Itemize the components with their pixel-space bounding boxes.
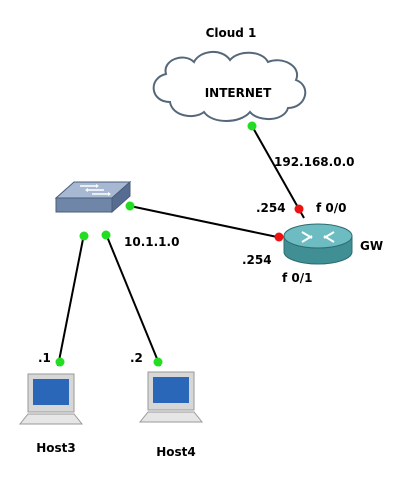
switch-arrowheads: [85, 184, 111, 196]
host3-keyboard: [18, 413, 84, 425]
status-dot-switch-router: [125, 201, 135, 211]
lan-router-interface-label: f 0/1: [282, 271, 312, 285]
link-switch-host3[interactable]: [57, 233, 85, 367]
host3-address-label: .1: [38, 351, 51, 365]
router-arrows: [301, 231, 335, 243]
switch-icon: [54, 180, 132, 214]
host4-address-label: .2: [130, 351, 143, 365]
wan-router-address-label: .254: [256, 201, 286, 215]
laptop-icon: [138, 371, 204, 423]
cloud-name-label: Cloud 1: [206, 26, 257, 40]
wan-router-interface-label: f 0/0: [316, 201, 346, 215]
host4-node[interactable]: Host4: [138, 371, 204, 459]
link-switch-router[interactable]: [129, 205, 283, 239]
status-dot-host3: [55, 357, 65, 367]
host4-screen: [153, 377, 189, 403]
router-icon: [283, 223, 353, 265]
switch-node[interactable]: [54, 180, 132, 214]
link-cloud-router[interactable]: [251, 125, 305, 219]
lan-network-label: 10.1.1.0: [124, 235, 179, 249]
cloud-label: INTERNET: [205, 86, 272, 100]
status-dot-router-f00: [294, 204, 304, 214]
cloud-icon: [152, 51, 307, 122]
link-switch-host4[interactable]: [105, 233, 161, 367]
lan-router-address-label: .254: [242, 253, 272, 267]
wan-network-label: 192.168.0.0: [274, 155, 354, 169]
host3-node[interactable]: Host3: [18, 373, 84, 455]
switch-side-face: [111, 180, 131, 214]
status-dot-switch-host3: [79, 231, 89, 241]
status-dot-host4: [153, 357, 163, 367]
laptop-icon: [18, 373, 84, 425]
host3-name-label: Host3: [36, 441, 76, 455]
host4-keyboard: [138, 411, 204, 423]
host4-name-label: Host4: [156, 445, 196, 459]
cloud-node[interactable]: INTERNET: [152, 51, 307, 122]
router-node[interactable]: GW: [283, 223, 383, 265]
router-top: [283, 223, 353, 249]
link-status-dots: [55, 121, 304, 367]
switch-front-face: [55, 197, 113, 213]
link-labels: 192.168.0.0 .254 f 0/0 10.1.1.0 .254 f 0…: [38, 155, 354, 365]
host3-screen: [33, 379, 69, 405]
status-dot-cloud: [247, 121, 257, 131]
links: [57, 125, 305, 367]
status-dot-router-f01: [274, 232, 284, 242]
switch-arrows: [80, 185, 108, 195]
router-name-label: GW: [360, 239, 383, 253]
status-dot-switch-host4: [101, 230, 111, 240]
cloud-shape: [152, 51, 307, 122]
